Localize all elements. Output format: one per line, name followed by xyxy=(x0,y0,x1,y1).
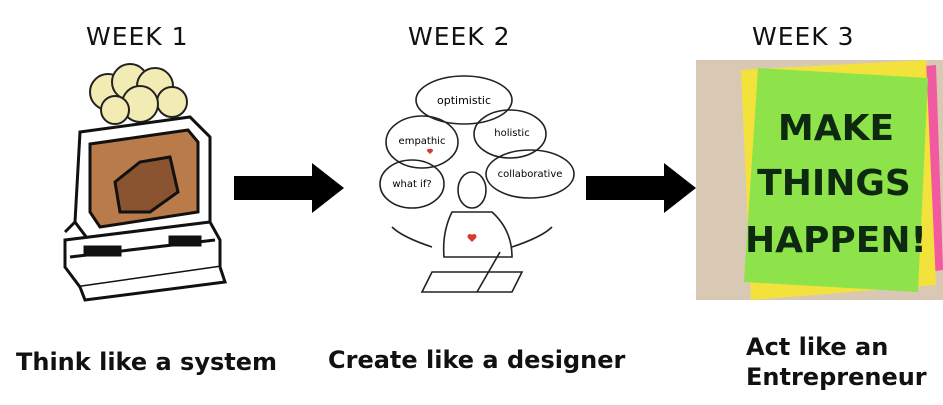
designer-sketch: optimistic empathic holistic what if? co… xyxy=(379,75,575,293)
note-line-1: MAKE xyxy=(778,108,894,149)
week-2-title: WEEK 2 xyxy=(408,22,511,51)
week-3-caption-line-2: Entrepreneur xyxy=(746,363,927,391)
week-2-caption: Create like a designer xyxy=(328,346,626,374)
heart-icon xyxy=(467,234,477,242)
bubble-empathic: empathic xyxy=(399,136,446,147)
bubble-optimistic: optimistic xyxy=(437,94,491,107)
bubble-collaborative: collaborative xyxy=(498,169,563,180)
week-3-caption: Act like an Entrepreneur xyxy=(746,332,936,392)
bubble-what-if: what if? xyxy=(392,179,431,190)
right-arrow-icon xyxy=(234,163,344,213)
week-1-title: WEEK 1 xyxy=(86,22,189,51)
monitor xyxy=(63,115,212,244)
week-1-caption: Think like a system xyxy=(16,348,278,376)
week-3-caption-line-1: Act like an xyxy=(746,333,889,361)
note-line-2: THINGS xyxy=(757,163,911,204)
cpu-base xyxy=(63,220,227,302)
heart-icon xyxy=(426,148,434,154)
computer-icon xyxy=(63,63,227,302)
sticky-note: MAKE THINGS HAPPEN! xyxy=(696,60,943,300)
week-3-title: WEEK 3 xyxy=(752,22,855,51)
note-line-3: HAPPEN! xyxy=(745,220,927,261)
smoke-cloud xyxy=(89,63,188,125)
bubble-holistic: holistic xyxy=(494,128,529,139)
right-arrow-icon xyxy=(586,163,696,213)
